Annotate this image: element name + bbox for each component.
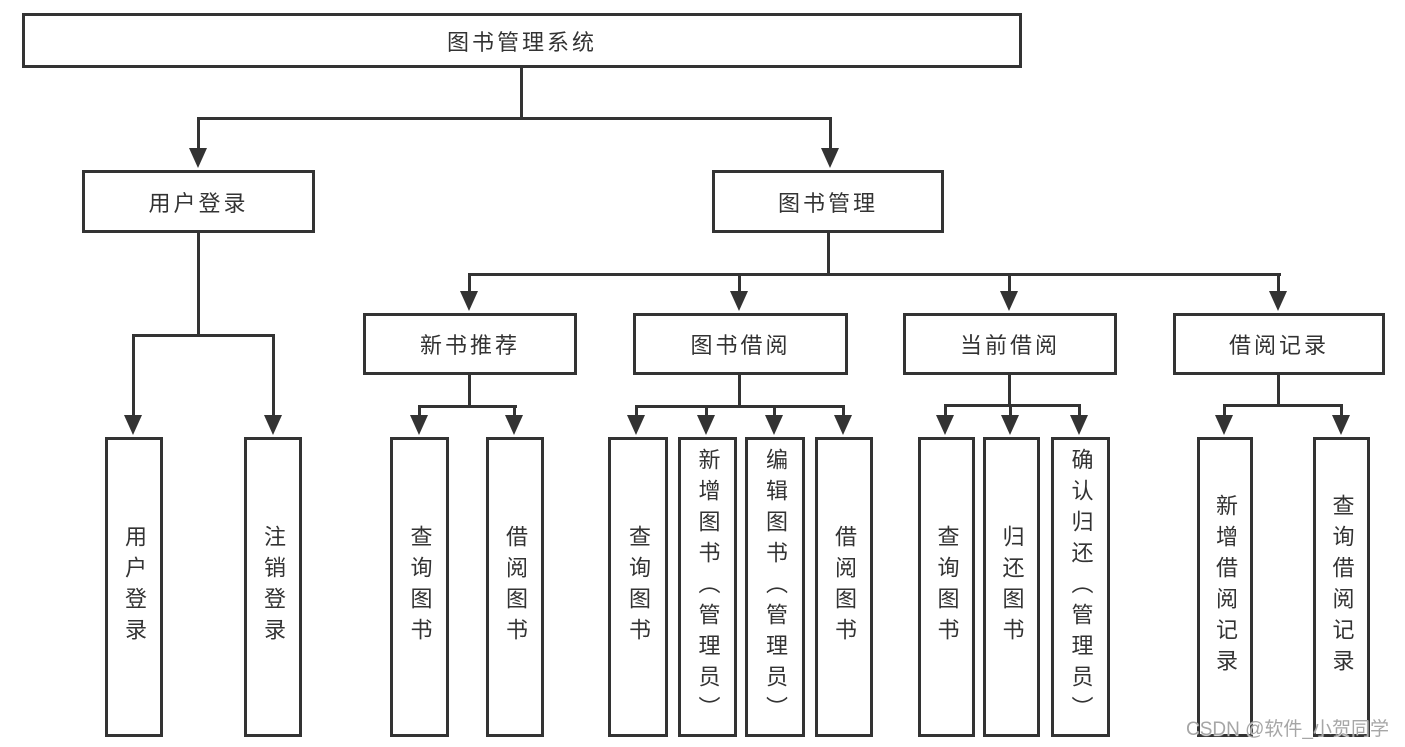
connector-line <box>635 405 845 408</box>
connector-line <box>738 273 741 295</box>
node-new-book-recommendation: 新书推荐 <box>363 313 577 375</box>
connector-line <box>1340 404 1343 418</box>
arrow-down <box>460 291 478 311</box>
node-label: 借阅图书 <box>832 525 857 649</box>
node-leaf-query-borrow-record: 查询借阅记录 <box>1313 437 1370 737</box>
node-current-borrowing: 当前借阅 <box>903 313 1117 375</box>
node-label: 确认归还（管理员） <box>1068 447 1094 727</box>
connector-line <box>1277 273 1280 295</box>
connector-line <box>132 334 275 337</box>
node-label: 新增借阅记录 <box>1213 494 1238 680</box>
node-leaf-user-login: 用户登录 <box>105 437 163 737</box>
node-user-login: 用户登录 <box>82 170 315 233</box>
connector-line <box>738 375 741 408</box>
connector-line <box>513 405 516 418</box>
connector-line <box>829 117 832 150</box>
node-label: 查询图书 <box>626 525 651 649</box>
node-label: 编辑图书（管理员） <box>763 447 788 727</box>
connector-line <box>842 405 845 418</box>
node-label: 借阅图书 <box>503 525 528 649</box>
arrow-down <box>627 415 645 435</box>
node-label: 新书推荐 <box>419 333 520 358</box>
arrow-down <box>1001 415 1019 435</box>
node-label: 图书管理 <box>777 190 878 216</box>
connector-line <box>773 405 776 418</box>
connector-line <box>468 273 1281 276</box>
connector-line <box>468 273 471 295</box>
node-leaf-add-borrow-record: 新增借阅记录 <box>1197 437 1253 737</box>
connector-line <box>197 117 200 150</box>
arrow-down <box>505 415 523 435</box>
node-book-borrowing: 图书借阅 <box>633 313 848 375</box>
connector-line <box>827 233 830 276</box>
arrow-down <box>264 415 282 435</box>
connector-line <box>944 404 1081 407</box>
node-book-management: 图书管理 <box>712 170 944 233</box>
connector-line <box>132 334 135 417</box>
arrow-down <box>765 415 783 435</box>
node-leaf-query-books-current: 查询图书 <box>918 437 975 737</box>
connector-line <box>197 117 831 120</box>
arrow-down <box>1215 415 1233 435</box>
connector-line <box>520 68 523 118</box>
node-leaf-borrow-books: 借阅图书 <box>815 437 873 737</box>
arrow-down <box>697 415 715 435</box>
arrow-down <box>410 415 428 435</box>
connector-line <box>944 404 947 418</box>
node-label: 查询图书 <box>407 525 433 649</box>
node-label: 新增图书（管理员） <box>695 447 721 727</box>
connector-line <box>418 405 517 408</box>
node-label: 查询借阅记录 <box>1329 494 1355 680</box>
connector-line <box>1008 375 1011 407</box>
node-leaf-logout: 注销登录 <box>244 437 302 737</box>
node-label: 用户登录 <box>122 525 147 649</box>
connector-line <box>1223 404 1226 418</box>
arrow-down <box>730 291 748 311</box>
arrow-down <box>124 415 142 435</box>
connector-line <box>272 334 275 417</box>
csdn-watermark: CSDN @软件_小贺同学 <box>1186 719 1389 740</box>
arrow-down <box>834 415 852 435</box>
connector-line <box>1008 273 1011 295</box>
node-label: 用户登录 <box>148 190 249 216</box>
connector-line <box>705 405 708 418</box>
connector-line <box>1277 375 1280 407</box>
arrow-down <box>936 415 954 435</box>
connector-line <box>1223 404 1343 407</box>
connector-line <box>1009 404 1012 418</box>
connector-line <box>1078 404 1081 418</box>
connector-line <box>468 375 471 408</box>
connector-line <box>197 233 200 337</box>
node-leaf-add-books-admin: 新增图书（管理员） <box>678 437 737 737</box>
node-label: 当前借阅 <box>959 333 1060 358</box>
connector-line <box>418 405 421 418</box>
node-label: 图书借阅 <box>690 333 791 358</box>
node-borrowing-records: 借阅记录 <box>1173 313 1385 375</box>
node-leaf-edit-books-admin: 编辑图书（管理员） <box>745 437 805 737</box>
node-leaf-borrow-books-recommend: 借阅图书 <box>486 437 544 737</box>
arrow-down <box>821 148 839 168</box>
arrow-down <box>189 148 207 168</box>
node-label: 注销登录 <box>261 525 286 649</box>
arrow-down <box>1269 291 1287 311</box>
arrow-down <box>1000 291 1018 311</box>
node-leaf-confirm-return-admin: 确认归还（管理员） <box>1051 437 1110 737</box>
node-label: 查询图书 <box>934 525 960 649</box>
node-leaf-query-books-borrowing: 查询图书 <box>608 437 668 737</box>
arrow-down <box>1070 415 1088 435</box>
node-library-management-system: 图书管理系统 <box>22 13 1022 68</box>
connector-line <box>635 405 638 418</box>
arrow-down <box>1332 415 1350 435</box>
node-label: 图书管理系统 <box>446 29 597 55</box>
node-label: 借阅记录 <box>1228 333 1329 358</box>
node-leaf-return-books: 归还图书 <box>983 437 1040 737</box>
node-label: 归还图书 <box>999 525 1025 649</box>
node-leaf-query-books-recommend: 查询图书 <box>390 437 449 737</box>
